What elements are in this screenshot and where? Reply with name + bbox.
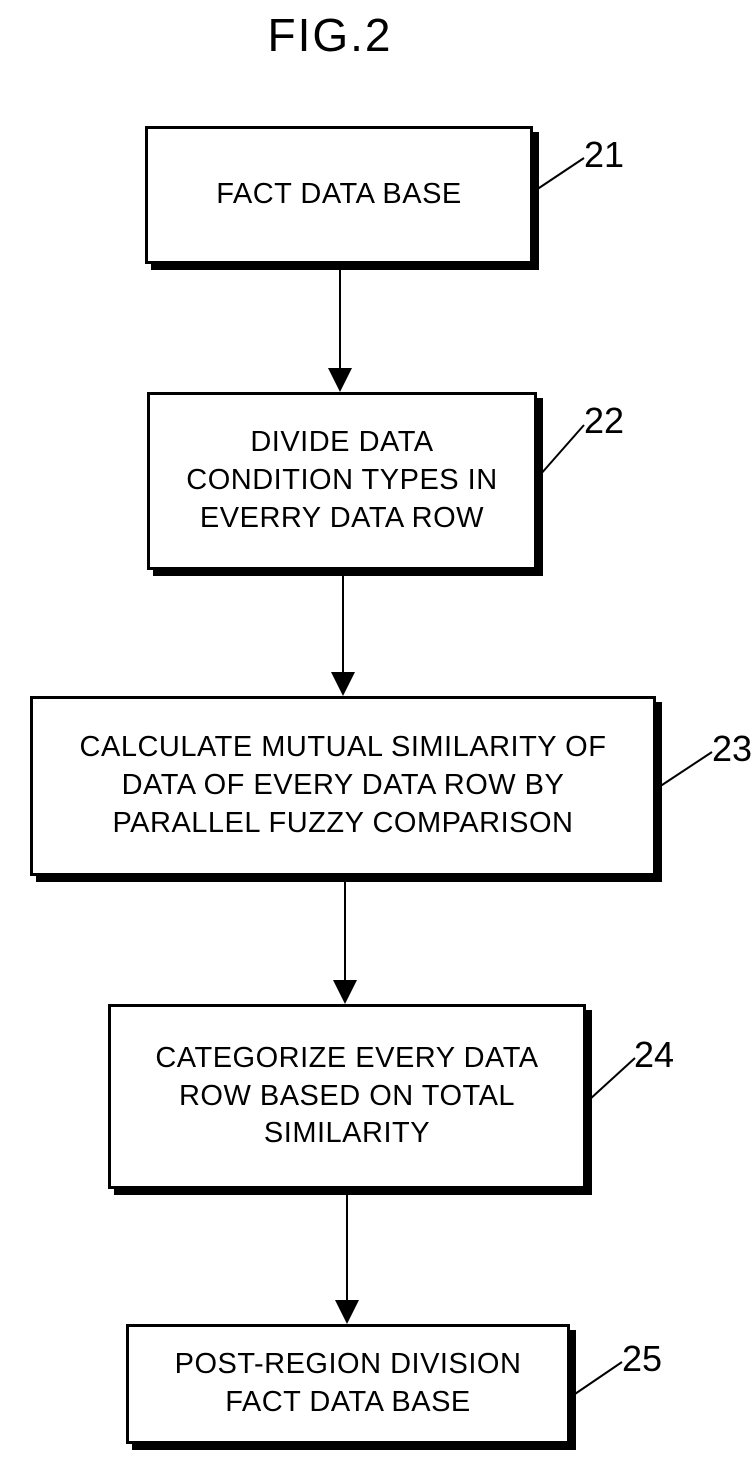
step-line: PARALLEL FUZZY COMPARISON: [112, 806, 574, 839]
step-line: FACT DATA BASE: [225, 1386, 471, 1418]
arrowhead-24-25: [335, 1300, 359, 1324]
step-box-divide-condition-types: DIVIDE DATA CONDITION TYPES IN EVERRY DA…: [147, 392, 537, 570]
leader-line-21: [535, 157, 585, 191]
leader-line-22: [539, 424, 585, 476]
step-line: ROW BASED ON TOTAL: [178, 1079, 516, 1112]
step-box-text: FACT DATA BASE: [216, 176, 462, 214]
figure-title: FIG.2: [267, 9, 393, 61]
step-line: DIVIDE DATA: [250, 426, 434, 459]
ref-numeral-24: 24: [634, 1034, 675, 1075]
step-line: DATA OF EVERY DATA ROW BY: [121, 769, 565, 802]
leader-line-23: [658, 751, 713, 788]
arrowhead-23-24: [333, 980, 357, 1004]
step-box-text: CALCULATE MUTUAL SIMILARITY OF DATA OF E…: [80, 729, 607, 842]
step-line: POST-REGION DIVISION: [174, 1348, 522, 1381]
step-box-fact-data-base: FACT DATA BASE: [145, 126, 533, 264]
ref-numeral-25: 25: [622, 1338, 663, 1379]
ref-numeral-21: 21: [584, 134, 625, 175]
step-line: EVERRY DATA ROW: [199, 501, 485, 534]
step-line: CALCULATE MUTUAL SIMILARITY OF: [79, 731, 607, 764]
step-box-text: DIVIDE DATA CONDITION TYPES IN EVERRY DA…: [186, 424, 497, 537]
leader-line-25: [571, 1361, 623, 1397]
step-box-calculate-similarity: CALCULATE MUTUAL SIMILARITY OF DATA OF E…: [30, 696, 656, 876]
step-line: CONDITION TYPES IN: [186, 464, 498, 497]
arrowhead-21-22: [328, 368, 352, 392]
ref-numeral-23: 23: [712, 728, 753, 769]
step-box-categorize-rows: CATEGORIZE EVERY DATA ROW BASED ON TOTAL…: [108, 1004, 586, 1189]
arrowhead-22-23: [331, 672, 355, 696]
step-box-text: POST-REGION DIVISION FACT DATA BASE: [175, 1346, 522, 1421]
ref-numeral-22: 22: [584, 400, 625, 441]
step-line: CATEGORIZE EVERY DATA: [155, 1041, 539, 1074]
step-line: FACT DATA BASE: [216, 178, 462, 211]
step-line: SIMILARITY: [263, 1117, 431, 1150]
leader-line-24: [588, 1057, 636, 1101]
step-box-text: CATEGORIZE EVERY DATA ROW BASED ON TOTAL…: [155, 1040, 538, 1153]
step-box-post-region-fact-data-base: POST-REGION DIVISION FACT DATA BASE: [126, 1324, 570, 1444]
